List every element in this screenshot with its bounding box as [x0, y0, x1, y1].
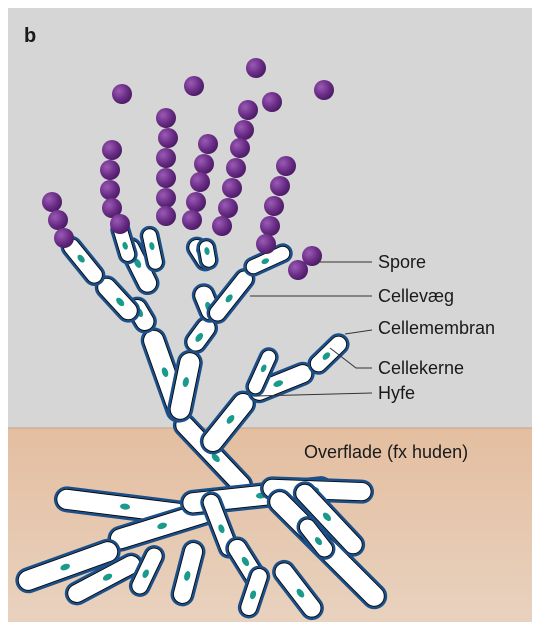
- spore: [222, 178, 242, 198]
- spore: [110, 214, 130, 234]
- spore: [314, 80, 334, 100]
- spore: [156, 168, 176, 188]
- panel-letter: b: [24, 25, 36, 47]
- spore: [218, 198, 238, 218]
- label-hyfe: Hyfe: [378, 383, 415, 403]
- label-cellekerne: Cellekerne: [378, 358, 464, 378]
- spore: [158, 128, 178, 148]
- spore: [260, 216, 280, 236]
- label-spore: Spore: [378, 252, 426, 272]
- spore: [264, 196, 284, 216]
- spore: [194, 154, 214, 174]
- label-cellemembran: Cellemembran: [378, 318, 495, 338]
- spore: [112, 84, 132, 104]
- spore: [230, 138, 250, 158]
- spore: [100, 160, 120, 180]
- spore: [156, 206, 176, 226]
- spore: [156, 188, 176, 208]
- spore: [238, 100, 258, 120]
- spore: [198, 134, 218, 154]
- spore: [256, 234, 276, 254]
- spore: [54, 228, 74, 248]
- spore: [186, 192, 206, 212]
- label-cellevaeg: Cellevæg: [378, 286, 454, 306]
- spore: [262, 92, 282, 112]
- spore: [212, 216, 232, 236]
- spore: [190, 172, 210, 192]
- spore: [276, 156, 296, 176]
- spore: [48, 210, 68, 230]
- spore: [100, 180, 120, 200]
- spore: [102, 140, 122, 160]
- spore: [156, 148, 176, 168]
- spore: [226, 158, 246, 178]
- spore: [288, 260, 308, 280]
- spore: [184, 76, 204, 96]
- spore: [234, 120, 254, 140]
- spore: [156, 108, 176, 128]
- label-surface: Overflade (fx huden): [304, 442, 468, 462]
- spore: [42, 192, 62, 212]
- spore: [270, 176, 290, 196]
- spore: [246, 58, 266, 78]
- spore: [182, 210, 202, 230]
